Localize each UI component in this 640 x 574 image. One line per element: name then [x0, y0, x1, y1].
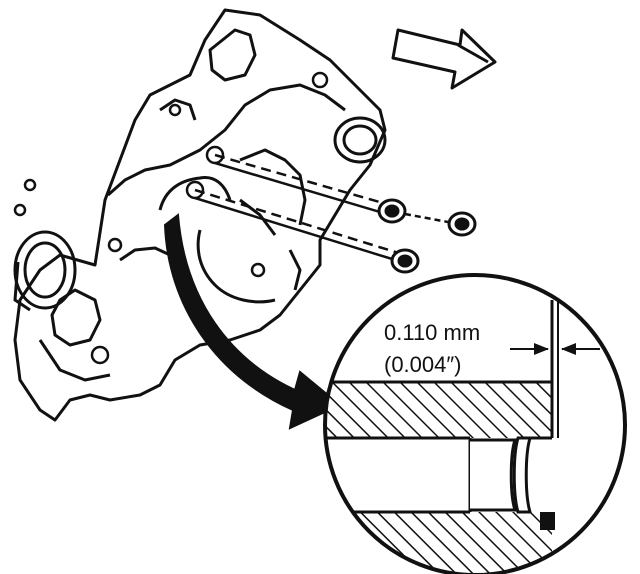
front-cover [13, 8, 387, 422]
left-seal [13, 230, 77, 312]
bushing-2 [447, 211, 477, 237]
upper-seal [333, 116, 387, 164]
bushing-leader-lines [404, 212, 449, 224]
dowel-pins [194, 153, 406, 265]
clearance-dimension-metric: 0.110 mm [384, 320, 481, 345]
bolt-holes [13, 71, 329, 365]
bushing-1 [377, 198, 407, 224]
clearance-dimension-imperial: (0.004″) [384, 352, 462, 377]
callout-arrow [163, 213, 342, 430]
front-direction-arrow [391, 28, 497, 90]
bushing-3 [390, 248, 420, 274]
